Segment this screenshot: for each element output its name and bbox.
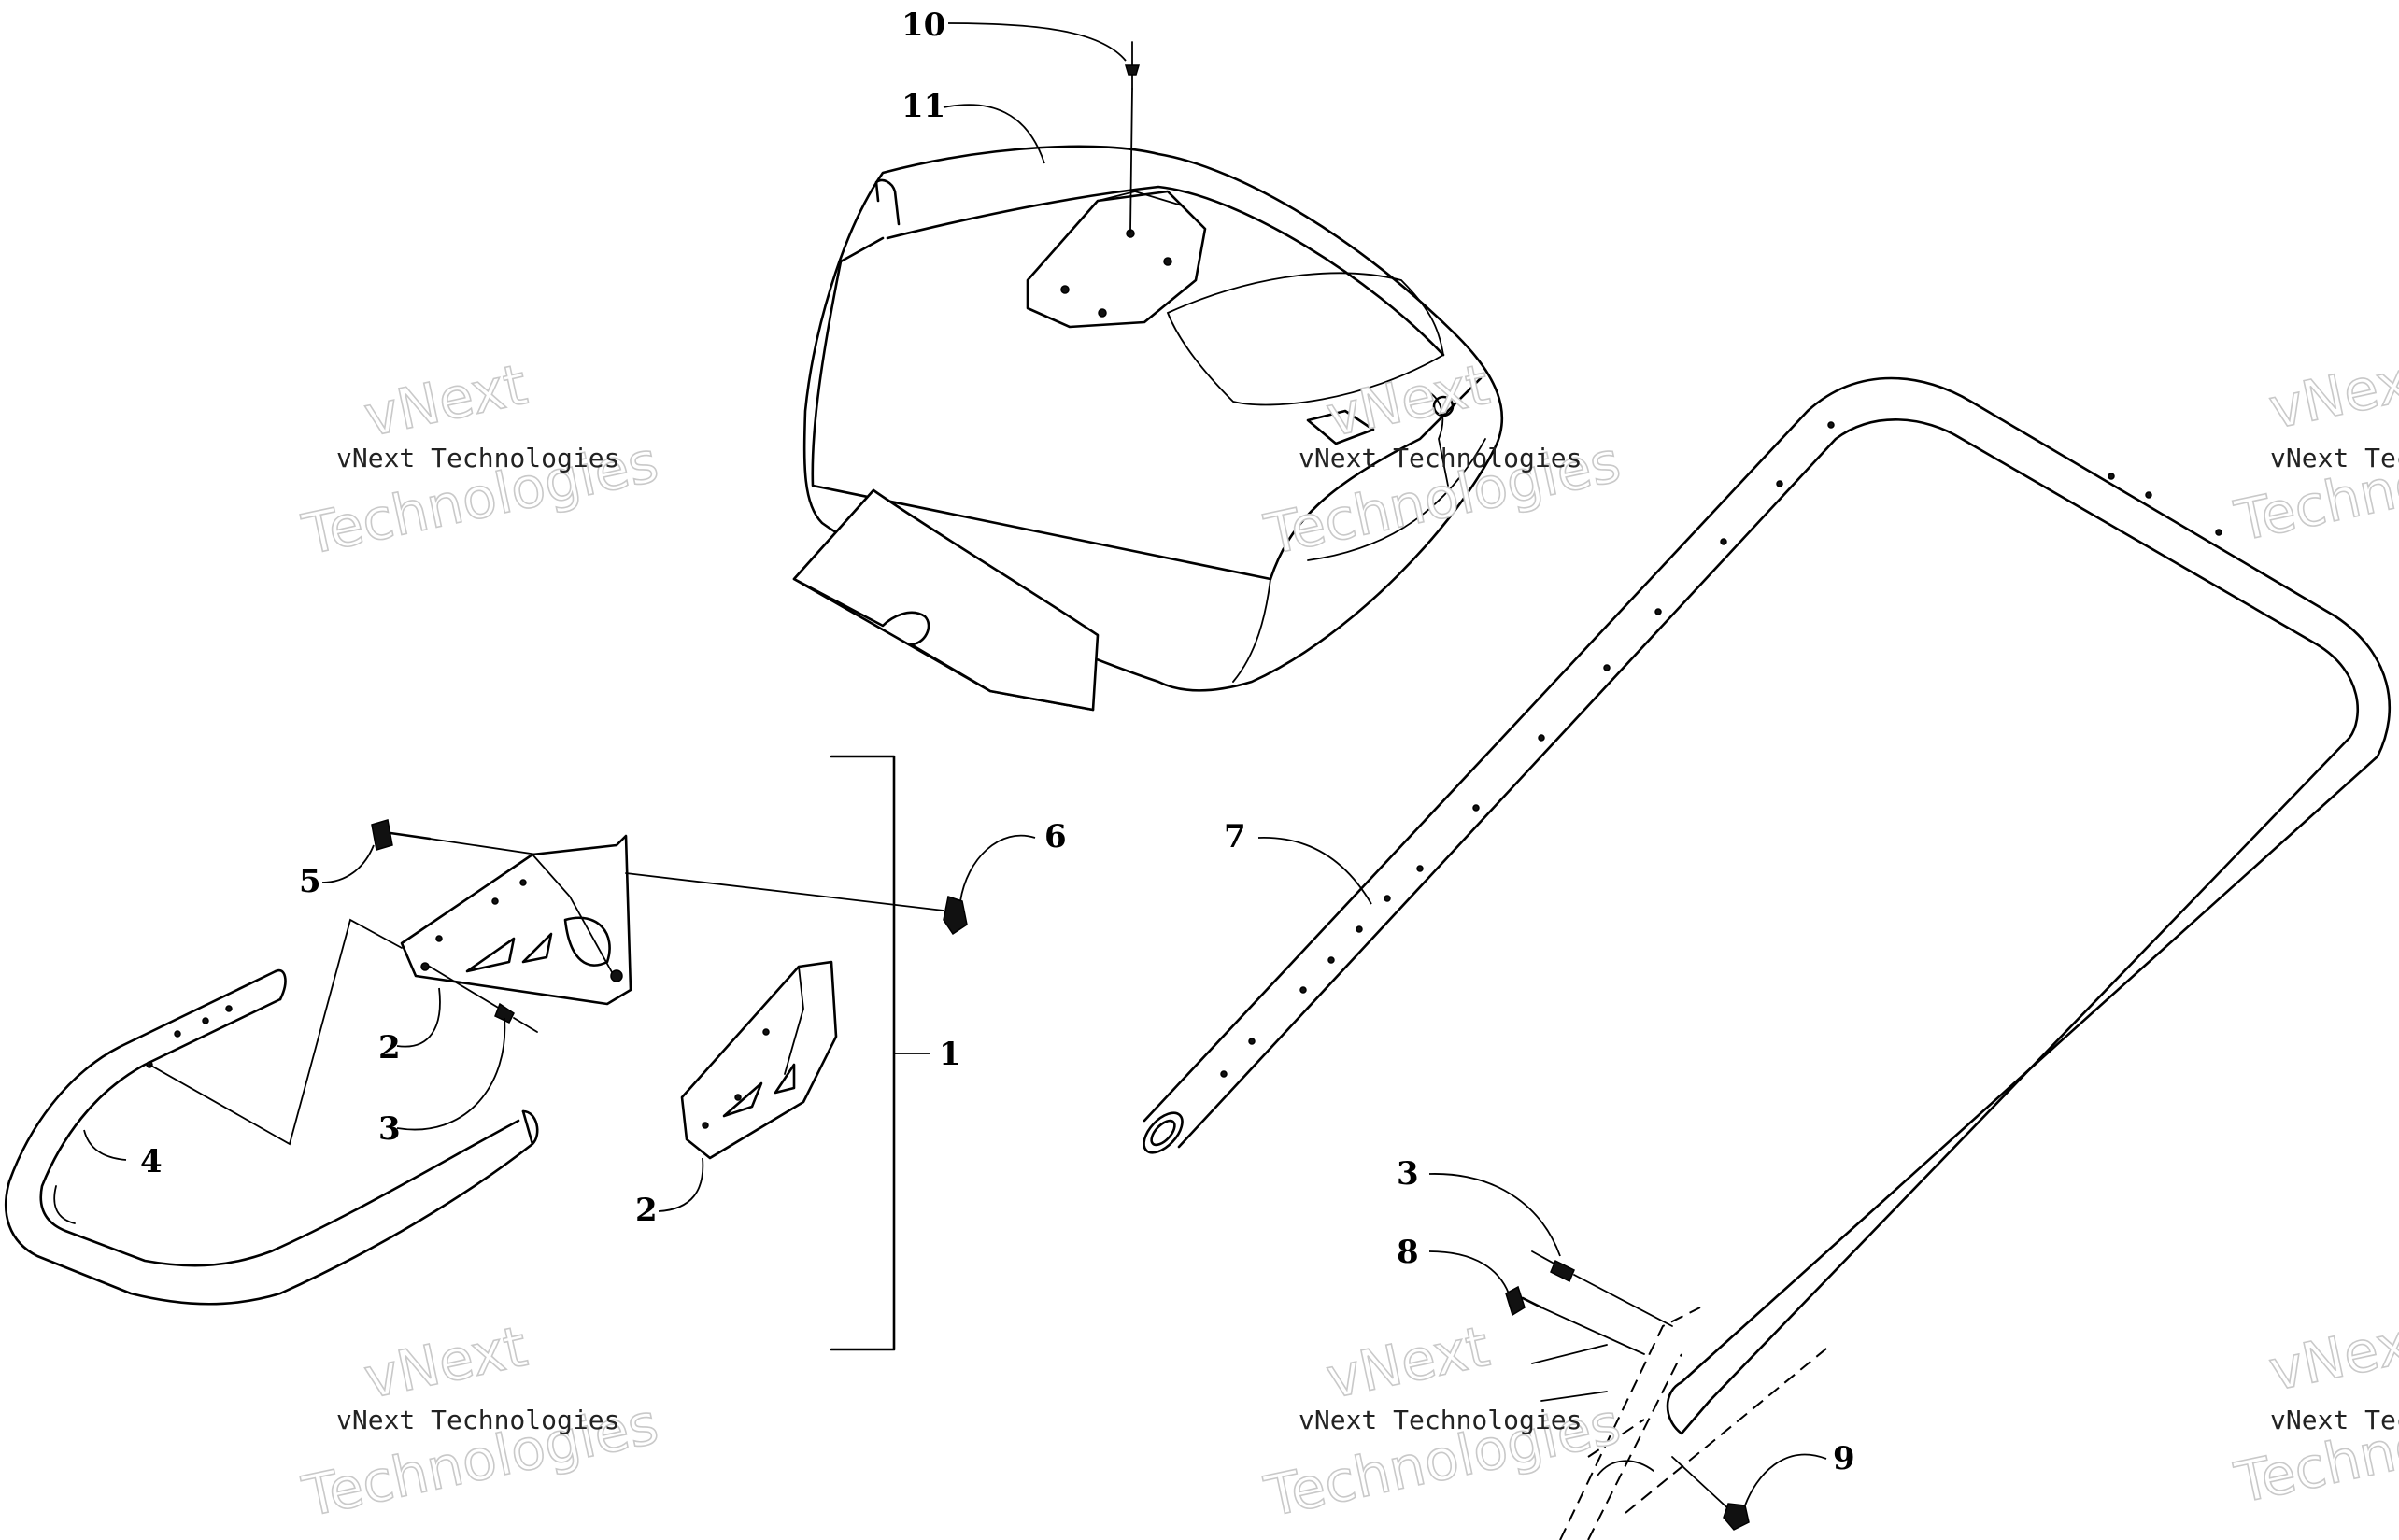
bolt-part-8 [1505,1285,1645,1355]
callout-2-lower: 2 [635,1192,658,1229]
explode-line-4 [149,918,403,1146]
push-rivet-part-10 [1124,41,1141,233]
grab-bar-part-7 [1143,376,2392,1435]
watermark-bottom-right: vNext Technologies vNext Technologies [2229,1306,2399,1518]
callout-7: 7 [1224,818,1246,855]
callout-3-left: 3 [378,1110,401,1148]
svg-text:vNext: vNext [359,1314,532,1412]
svg-text:vNext: vNext [2264,345,2399,443]
bracket-part-2-upper [400,834,632,1006]
svg-text:vNext Technologies: vNext Technologies [1299,1405,1582,1435]
callout-5: 5 [299,863,321,900]
watermark-top-left: vNext Technologies vNext Technologies [296,351,664,569]
bracket-part-2-lower [680,960,838,1160]
callout-8: 8 [1397,1234,1419,1271]
storage-bag-part-11 [792,145,1504,712]
clip-part-6 [625,872,968,936]
callout-4: 4 [140,1143,163,1180]
svg-text:vNext Technologies: vNext Technologies [2270,443,2399,473]
bolt-part-5 [371,819,538,855]
callout-1: 1 [939,1036,961,1073]
svg-text:Technologies: Technologies [2229,1378,2399,1517]
svg-text:vNext: vNext [1321,1314,1495,1412]
svg-text:vNext Technologies: vNext Technologies [336,443,619,473]
callout-11: 11 [901,88,945,125]
callout-9: 9 [1833,1440,1855,1477]
callout-2-upper: 2 [378,1029,401,1067]
callout-6: 6 [1044,818,1067,855]
svg-text:vNext: vNext [359,352,532,450]
svg-text:vNext Technologies: vNext Technologies [2270,1405,2399,1435]
watermark-bottom-left: vNext Technologies vNext Technologies [296,1313,664,1531]
svg-text:vNext Technologies: vNext Technologies [336,1405,619,1435]
svg-text:vNext: vNext [2264,1307,2399,1405]
nut-part-9 [1671,1456,1750,1531]
svg-text:vNext: vNext [1321,352,1495,450]
watermark-top-right: vNext Technologies vNext Technologies [2229,344,2399,556]
svg-text:Technologies: Technologies [2229,416,2399,555]
svg-text:vNext Technologies: vNext Technologies [1299,443,1582,473]
assembly-bracket-1 [830,755,896,1351]
callout-3-right: 3 [1397,1155,1419,1193]
rivet-part-3-right [1531,1250,1673,1327]
rivet-part-3-left [429,966,538,1033]
watermark-top-center: vNext Technologies vNext Technologies [1258,351,1626,569]
bar-holes [1220,421,2222,1078]
bumper-loop-part-4 [4,968,539,1306]
leader-lines [83,22,1827,1506]
body-panel-detail [1531,1307,1832,1540]
callout-labels: 10 11 5 6 7 1 2 3 4 2 3 8 9 [140,7,1855,1477]
callout-10: 10 [901,7,945,44]
watermark-bottom-center: vNext Technologies vNext Technologies [1258,1313,1626,1531]
